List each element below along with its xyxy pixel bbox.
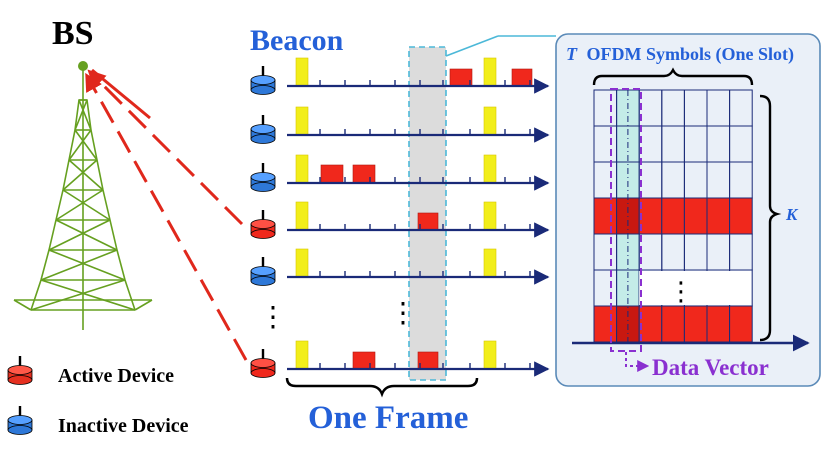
grid-ellipsis: ⋮: [668, 277, 694, 307]
beacon-pulse: [295, 106, 309, 136]
timeline-row-device-4: [250, 201, 550, 239]
beacon-pulse: [483, 340, 497, 370]
active-resource-cell: [683, 197, 708, 235]
legend-label: Active Device: [58, 365, 174, 387]
tower-brace: [48, 249, 126, 281]
bs-links: [85, 68, 248, 361]
tower-brace: [62, 159, 98, 191]
one-frame-brace: [285, 377, 479, 398]
active-resource-cell: [661, 305, 685, 343]
bs-link-to-device-n: [85, 72, 248, 361]
tower-brace: [68, 159, 104, 191]
time-ellipsis: ⋮: [389, 296, 417, 329]
timeline-row-device-3: [250, 154, 550, 192]
active-transmission: [320, 164, 344, 184]
beacon-pulse: [483, 248, 497, 278]
beacon-pulse: [483, 201, 497, 231]
beacon-pulse: [295, 340, 309, 370]
tower-brace: [30, 279, 126, 311]
slot-top-brace: [592, 67, 754, 86]
tower-brace: [40, 249, 118, 281]
active-resource-cell: [683, 305, 708, 343]
device-5-icon: [250, 257, 276, 286]
device-1-icon: [250, 66, 276, 95]
active-resource-cell: [593, 305, 618, 343]
slot-title-variable: T: [566, 44, 578, 64]
tower-brace: [78, 99, 92, 131]
tower-brace: [48, 219, 111, 251]
device-4-icon: [250, 210, 276, 239]
tower-foot: [134, 299, 153, 311]
active-resource-cell: [729, 197, 753, 235]
active-transmission: [417, 212, 439, 231]
k-brace: [759, 94, 782, 342]
tower-brace: [74, 99, 88, 131]
active-resource-cell: [638, 305, 663, 343]
active-transmission: [417, 351, 439, 370]
k-label: K: [785, 205, 799, 224]
active-resource-cell: [638, 197, 663, 235]
slot-title-text: OFDM Symbols (One Slot): [587, 44, 795, 65]
beacon-pulse: [483, 106, 497, 136]
devices-ellipsis: ⋮: [259, 300, 287, 333]
bs-link-solid: [91, 68, 151, 120]
tower-brace: [55, 189, 104, 221]
legend-inactive-device-icon: [7, 406, 33, 435]
active-transmission: [352, 351, 376, 370]
active-resource-cell: [593, 197, 618, 235]
bs-link-to-device-4: [87, 69, 244, 226]
timeline-row-device-5: [250, 248, 550, 286]
legend-item-active: Active Device: [7, 356, 174, 387]
active-resource-cell: [706, 305, 731, 343]
beacon-pulse: [483, 154, 497, 184]
bs-label: BS: [52, 15, 94, 52]
slot-panel-title: T OFDM Symbols (One Slot): [566, 44, 794, 65]
timeline-row-device-n: [250, 340, 550, 378]
tower-brace: [68, 129, 92, 161]
bs-antenna-tip: [78, 61, 88, 71]
beacon-pulse: [483, 57, 497, 87]
beacon-pulse: [295, 248, 309, 278]
active-transmission: [511, 68, 533, 87]
legend-item-inactive: Inactive Device: [7, 406, 189, 437]
base-station-tower-icon: [13, 66, 153, 330]
timeline-row-device-1: [250, 57, 550, 95]
device-2-icon: [250, 115, 276, 144]
legend-active-device-icon: [7, 356, 33, 385]
active-transmission: [352, 164, 376, 184]
data-vector-pointer: [625, 352, 650, 372]
beacon-label: Beacon: [250, 24, 344, 57]
data-vector-label: Data Vector: [652, 355, 769, 380]
grid-ellipsis-band: [639, 271, 752, 305]
beacon-pulse: [295, 154, 309, 184]
active-transmission: [449, 68, 473, 87]
device-timelines: [250, 57, 550, 378]
data-vector-box: [610, 88, 642, 352]
active-resource-cell: [729, 305, 753, 343]
beacon-pulse: [295, 57, 309, 87]
tower-brace: [74, 129, 98, 161]
tower-brace: [62, 189, 111, 221]
one-frame-label: One Frame: [308, 400, 468, 436]
slot-callout-line: [445, 35, 499, 57]
legend-label: Inactive Device: [58, 415, 189, 437]
active-resource-cell: [661, 197, 685, 235]
timeline-row-device-2: [250, 106, 550, 144]
tower-foot: [13, 299, 32, 311]
device-3-icon: [250, 163, 276, 192]
active-resource-cell: [706, 197, 731, 235]
device-n-icon: [250, 349, 276, 378]
tower-brace: [40, 279, 136, 311]
beacon-pulse: [295, 201, 309, 231]
tower-brace: [55, 219, 118, 251]
